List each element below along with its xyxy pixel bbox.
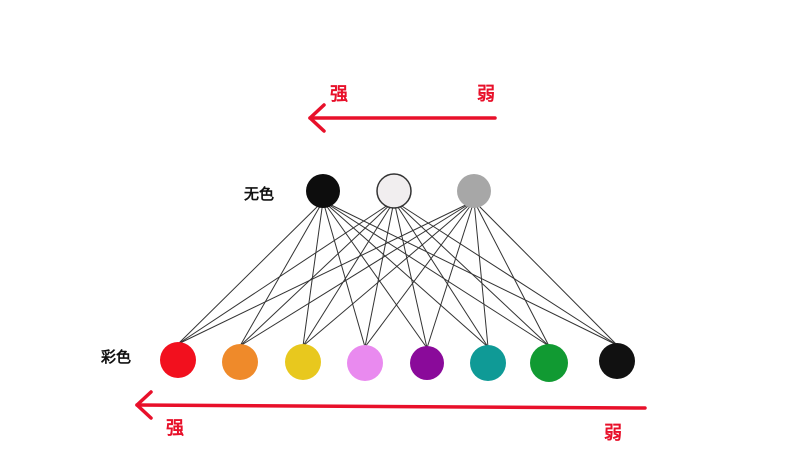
connection-line	[364, 200, 475, 348]
top-strong-label: 强	[330, 84, 348, 105]
connection-line	[322, 200, 618, 346]
connection-line	[364, 200, 395, 348]
connection-line	[302, 200, 395, 347]
connection-line	[322, 200, 489, 348]
connection-line	[393, 200, 489, 348]
chromatic-node-orange-icon	[222, 344, 258, 380]
connection-line	[426, 200, 475, 349]
chromatic-node-yellow-icon	[285, 344, 321, 380]
connection-line	[239, 200, 395, 347]
top-weak-label: 弱	[477, 84, 495, 105]
achromatic-label: 无色	[244, 185, 275, 203]
chromatic-node-red-icon	[160, 342, 196, 378]
connection-line	[393, 200, 550, 347]
chromatic-node-teal-icon	[470, 345, 506, 381]
connection-line	[302, 200, 324, 347]
bottom-strong-label: 强	[166, 418, 184, 439]
connection-line	[322, 200, 366, 348]
connection-line	[322, 200, 428, 349]
connection-line	[393, 200, 428, 349]
chromatic-node-purple-icon	[410, 346, 444, 380]
connection-line	[239, 200, 324, 347]
connection-lines	[177, 200, 618, 349]
chromatic-node-black-icon	[599, 343, 635, 379]
connection-line	[302, 200, 475, 347]
chromatic-nodes	[160, 342, 635, 382]
connection-line	[393, 200, 618, 346]
achromatic-node-white-icon	[376, 173, 412, 209]
connection-line	[473, 200, 489, 348]
bottom-strength-arrow-icon	[135, 390, 647, 420]
chromatic-node-pink-icon	[347, 345, 383, 381]
achromatic-node-black-icon	[306, 174, 340, 208]
connection-line	[177, 200, 324, 345]
connection-line	[177, 200, 395, 345]
achromatic-node-gray-icon	[457, 174, 491, 208]
connection-line	[177, 200, 475, 345]
connection-line	[473, 200, 550, 347]
chromatic-node-green-icon	[530, 344, 568, 382]
bottom-weak-label: 弱	[604, 423, 622, 444]
connection-line	[322, 200, 550, 347]
chromatic-label: 彩色	[101, 348, 132, 366]
achromatic-nodes	[306, 173, 491, 209]
connection-line	[239, 200, 475, 347]
top-strength-arrow-icon	[308, 103, 497, 133]
connection-line	[473, 200, 618, 346]
